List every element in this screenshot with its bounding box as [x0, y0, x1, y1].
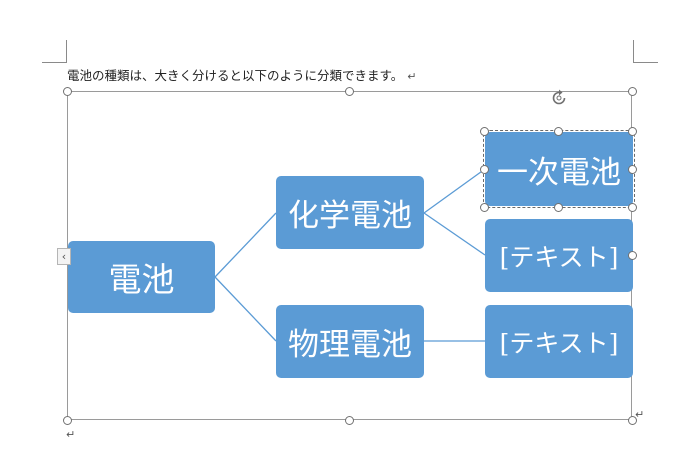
node-placeholder-text-1[interactable]: [テキスト]	[485, 219, 633, 292]
frame-handle-bottom-left[interactable]	[63, 416, 72, 425]
connector-chemical-primary	[423, 168, 486, 214]
node-handle-bottom-left[interactable]	[480, 203, 489, 212]
connector-chemical-text	[423, 212, 486, 256]
node-root[interactable]: 電池	[68, 241, 215, 313]
node-handle-right[interactable]	[628, 165, 637, 174]
frame-handle-top-left[interactable]	[63, 87, 72, 96]
page-corner-top-left	[42, 40, 67, 63]
node-handle-top-center[interactable]	[554, 127, 563, 136]
frame-handle-bottom-right[interactable]	[628, 416, 637, 425]
frame-handle-top-right[interactable]	[628, 87, 637, 96]
rotate-icon[interactable]	[549, 88, 569, 108]
node-physical-battery[interactable]: 物理電池	[276, 305, 424, 378]
frame-handle-bottom-center[interactable]	[345, 416, 354, 425]
node-primary-battery[interactable]: 一次電池	[483, 130, 635, 208]
paragraph-text: 電池の種類は、大きく分けると以下のように分類できます。	[67, 68, 404, 83]
text-pane-toggle-button[interactable]: ‹	[57, 248, 71, 265]
node-handle-bottom-center[interactable]	[554, 203, 563, 212]
node-handle-bottom-right[interactable]	[628, 203, 637, 212]
node-chemical-battery[interactable]: 化学電池	[276, 176, 424, 249]
frame-handle-top-center[interactable]	[345, 87, 354, 96]
body-paragraph[interactable]: 電池の種類は、大きく分けると以下のように分類できます。 ↵	[67, 65, 416, 84]
connector-root-chemical	[214, 212, 277, 278]
connector-root-physical	[214, 276, 277, 342]
node-handle-top-right[interactable]	[628, 127, 637, 136]
paragraph-mark: ↵	[407, 70, 417, 83]
next-paragraph-mark: ↵	[66, 428, 76, 441]
node-placeholder-text-2[interactable]: [テキスト]	[485, 305, 633, 378]
node-handle-left[interactable]	[480, 165, 489, 174]
frame-anchor-mark: ↵	[635, 408, 645, 421]
frame-handle-right[interactable]	[628, 251, 637, 260]
node-handle-top-left[interactable]	[480, 127, 489, 136]
page-corner-top-right	[633, 40, 658, 63]
